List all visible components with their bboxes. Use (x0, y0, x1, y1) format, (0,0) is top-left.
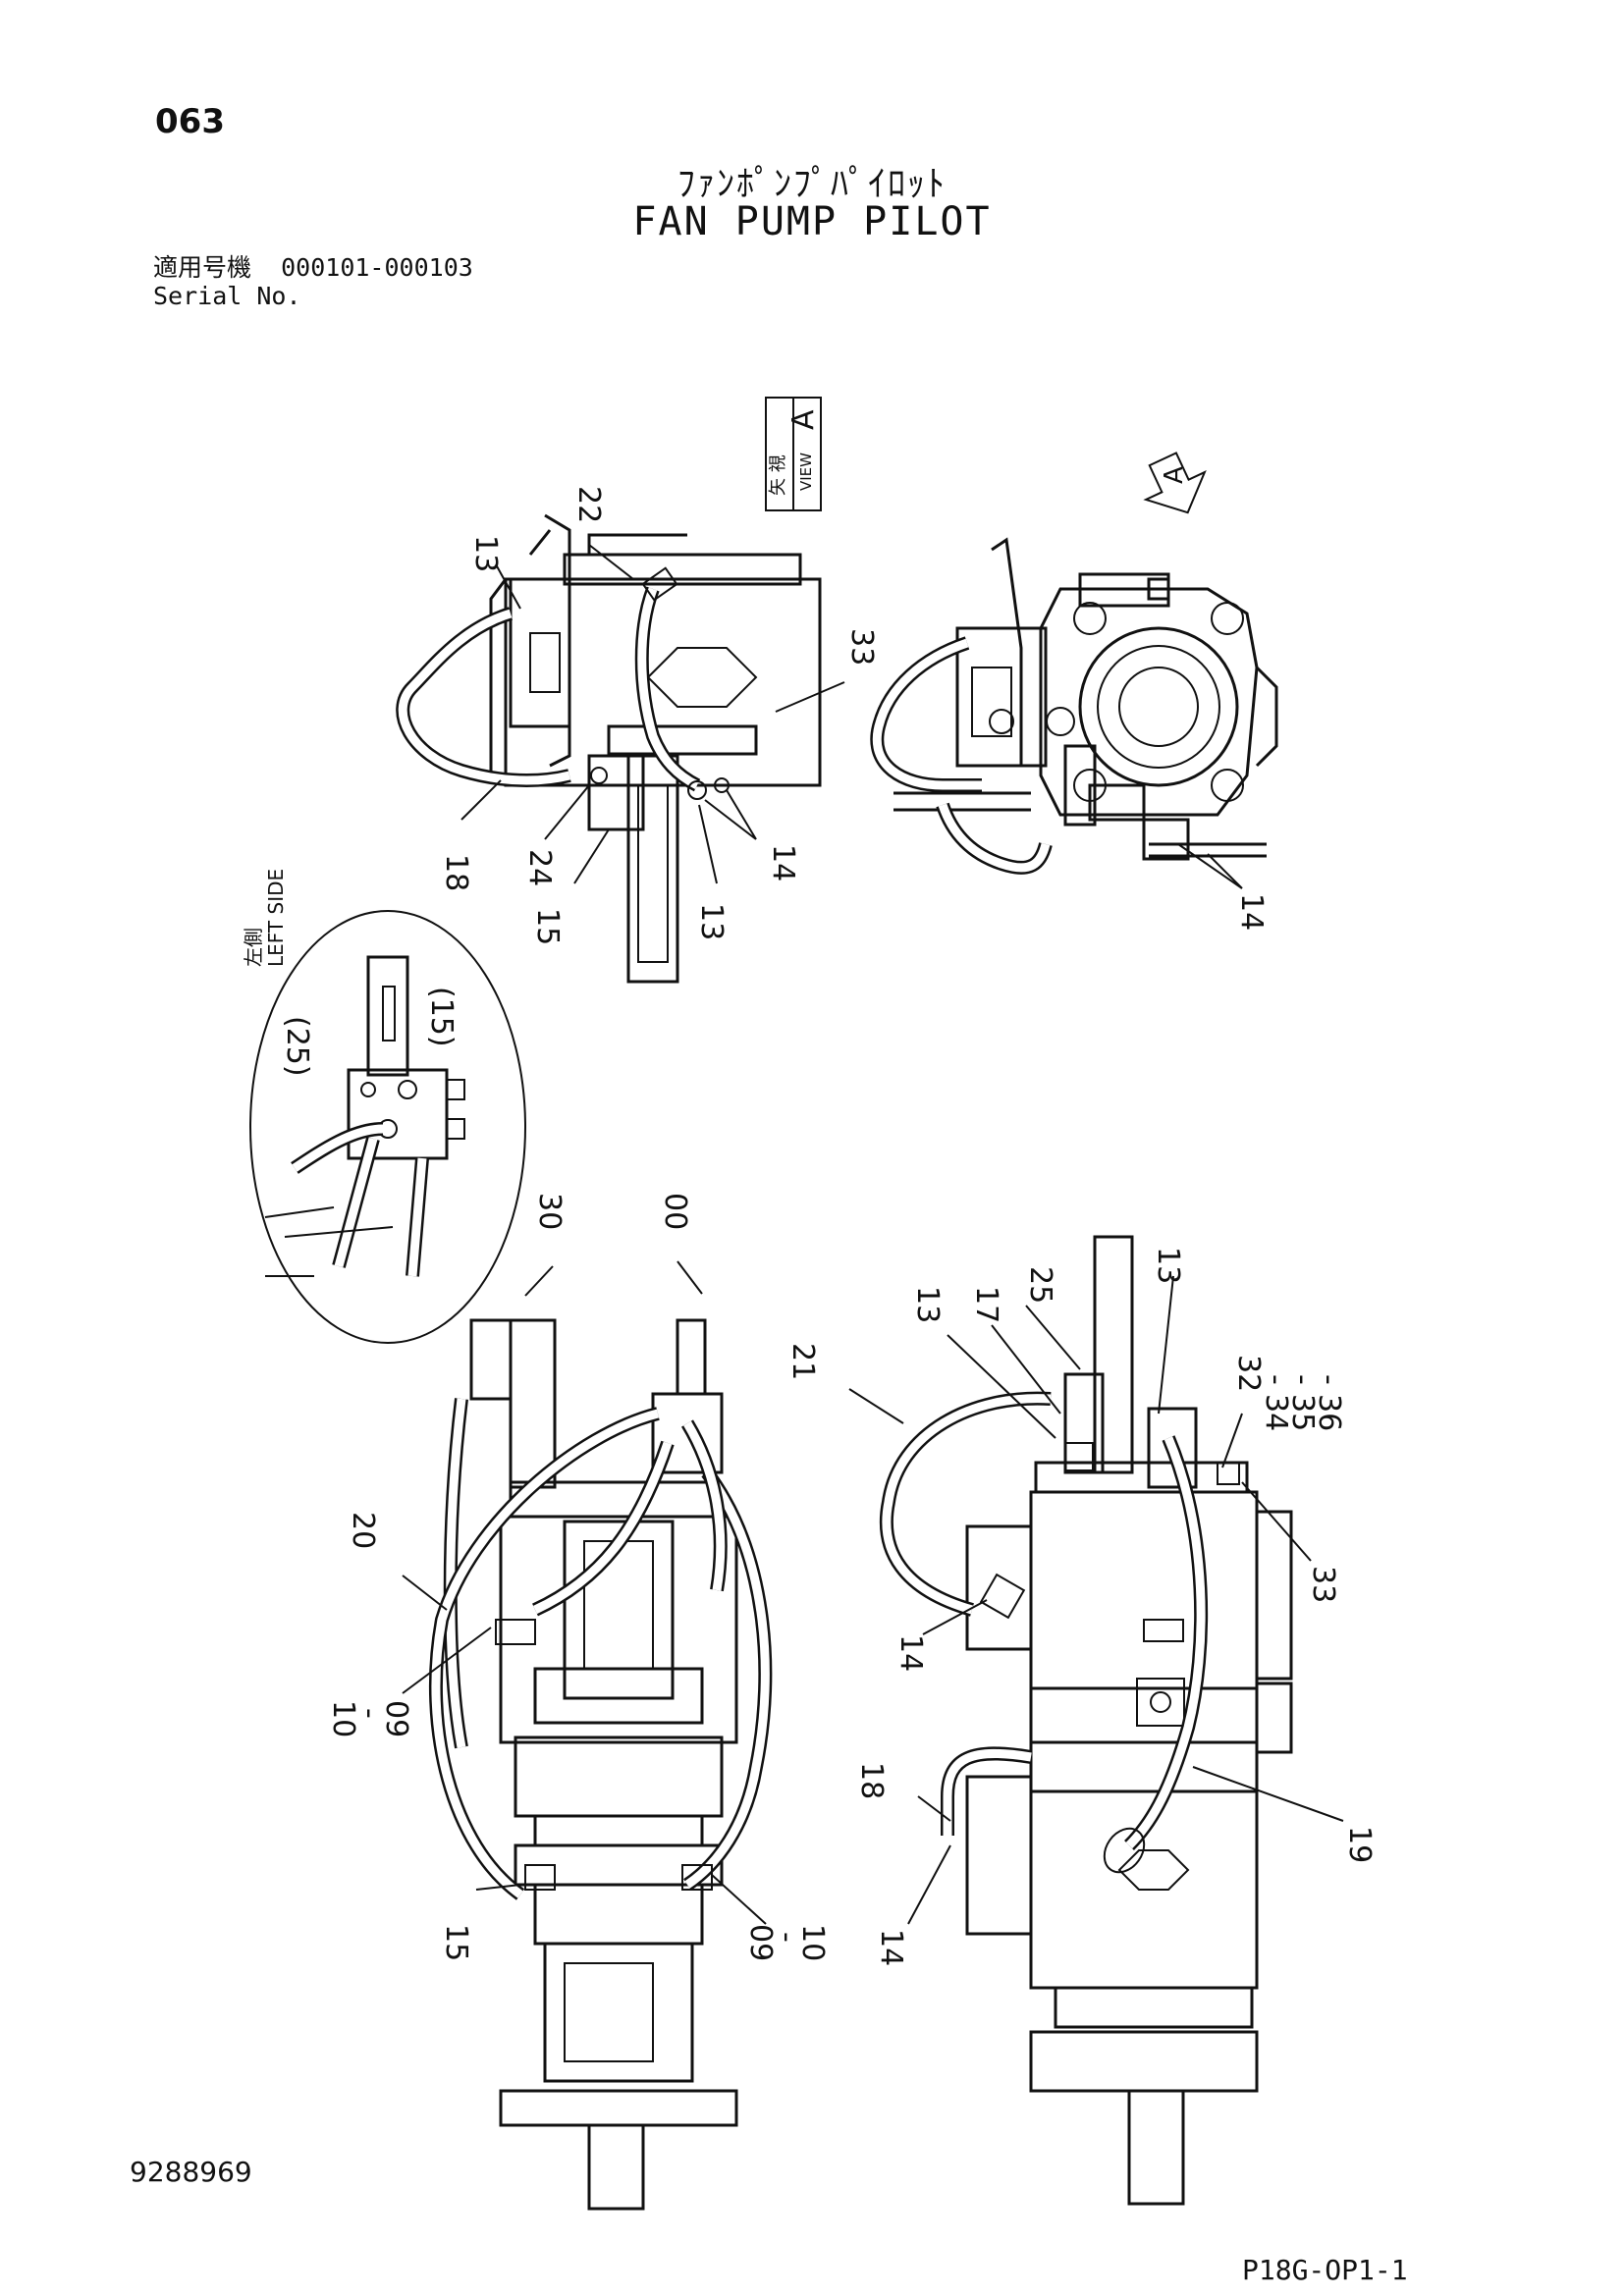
callout-14: 14 (874, 1929, 908, 1966)
callout-35: 35 (1285, 1394, 1320, 1431)
callout-15-ref: (15) (424, 987, 459, 1047)
bottom-right-pump-view (879, 1235, 1293, 2206)
left-side-en: LEFT SIDE (264, 869, 288, 967)
title-english: FAN PUMP PILOT (632, 199, 992, 244)
callout-33: 33 (1306, 1566, 1340, 1603)
title-japanese: ﾌｧﾝﾎﾟﾝﾌﾟﾊﾟｲﾛｯﾄ (677, 164, 947, 204)
view-direction-arrow: A (1143, 452, 1207, 514)
callout-21: 21 (785, 1343, 820, 1380)
top-right-pump-view (870, 537, 1278, 875)
top-left-pump-view (396, 513, 822, 984)
callout-18: 18 (439, 854, 473, 891)
callout-14: 14 (766, 844, 800, 881)
callout-25: 25 (1023, 1266, 1057, 1304)
callout-dash: - (1312, 1374, 1346, 1385)
serial-range: 000101-000103 (281, 253, 473, 282)
view-a-jp: 矢 視 (768, 454, 788, 496)
serial-label-en: Serial No. (153, 282, 301, 310)
view-a-letter: A (786, 409, 821, 430)
callout-22: 22 (571, 486, 606, 523)
callout-13: 13 (694, 903, 729, 940)
callout-25-ref: (25) (280, 1016, 314, 1077)
callout-14: 14 (1234, 893, 1269, 931)
callout-36: 36 (1312, 1394, 1346, 1431)
callouts: 13 22 33 18 24 15 13 14 14 (25) (15) 30 … (280, 486, 1377, 1966)
callout-24: 24 (522, 849, 557, 886)
callout-dash: - (352, 1708, 387, 1719)
callout-00: 00 (658, 1193, 692, 1230)
view-a-label: 矢 視 VIEW A (765, 397, 822, 511)
page-number: 063 (155, 102, 225, 141)
callout-20: 20 (346, 1512, 380, 1549)
callout-10: 10 (795, 1924, 830, 1961)
callout-dash: - (770, 1932, 804, 1943)
callout-13: 13 (468, 535, 503, 572)
callout-09: 09 (743, 1924, 778, 1961)
arrow-a-letter: A (1160, 466, 1189, 484)
callout-dash: - (1285, 1374, 1320, 1385)
callout-32: 32 (1231, 1355, 1266, 1392)
page-code: P18G-OP1-1 (1242, 2254, 1408, 2286)
callout-15: 15 (530, 908, 565, 945)
callout-34: 34 (1259, 1394, 1293, 1431)
callout-13: 13 (910, 1286, 945, 1323)
callout-dash: - (1259, 1374, 1293, 1385)
document-number: 9288969 (130, 2156, 252, 2188)
left-side-detail: 左側 LEFT SIDE (242, 869, 526, 1344)
serial-label-jp: 適用号機 (153, 253, 252, 282)
callout-19: 19 (1342, 1826, 1377, 1863)
callout-17: 17 (969, 1286, 1003, 1323)
callout-13: 13 (1151, 1247, 1185, 1284)
leader-lines (402, 544, 1344, 1925)
callout-09: 09 (379, 1700, 413, 1737)
callout-33: 33 (844, 628, 879, 666)
left-side-jp: 左側 (242, 928, 265, 967)
bottom-left-pump-view (428, 1318, 773, 2211)
view-a-en: VIEW (797, 453, 815, 491)
callout-18: 18 (854, 1762, 889, 1799)
callout-15: 15 (439, 1924, 473, 1961)
callout-14: 14 (893, 1634, 928, 1672)
callout-10: 10 (326, 1700, 360, 1737)
callout-30: 30 (532, 1193, 567, 1230)
serial-block: 適用号機 000101-000103 Serial No. (153, 253, 473, 310)
